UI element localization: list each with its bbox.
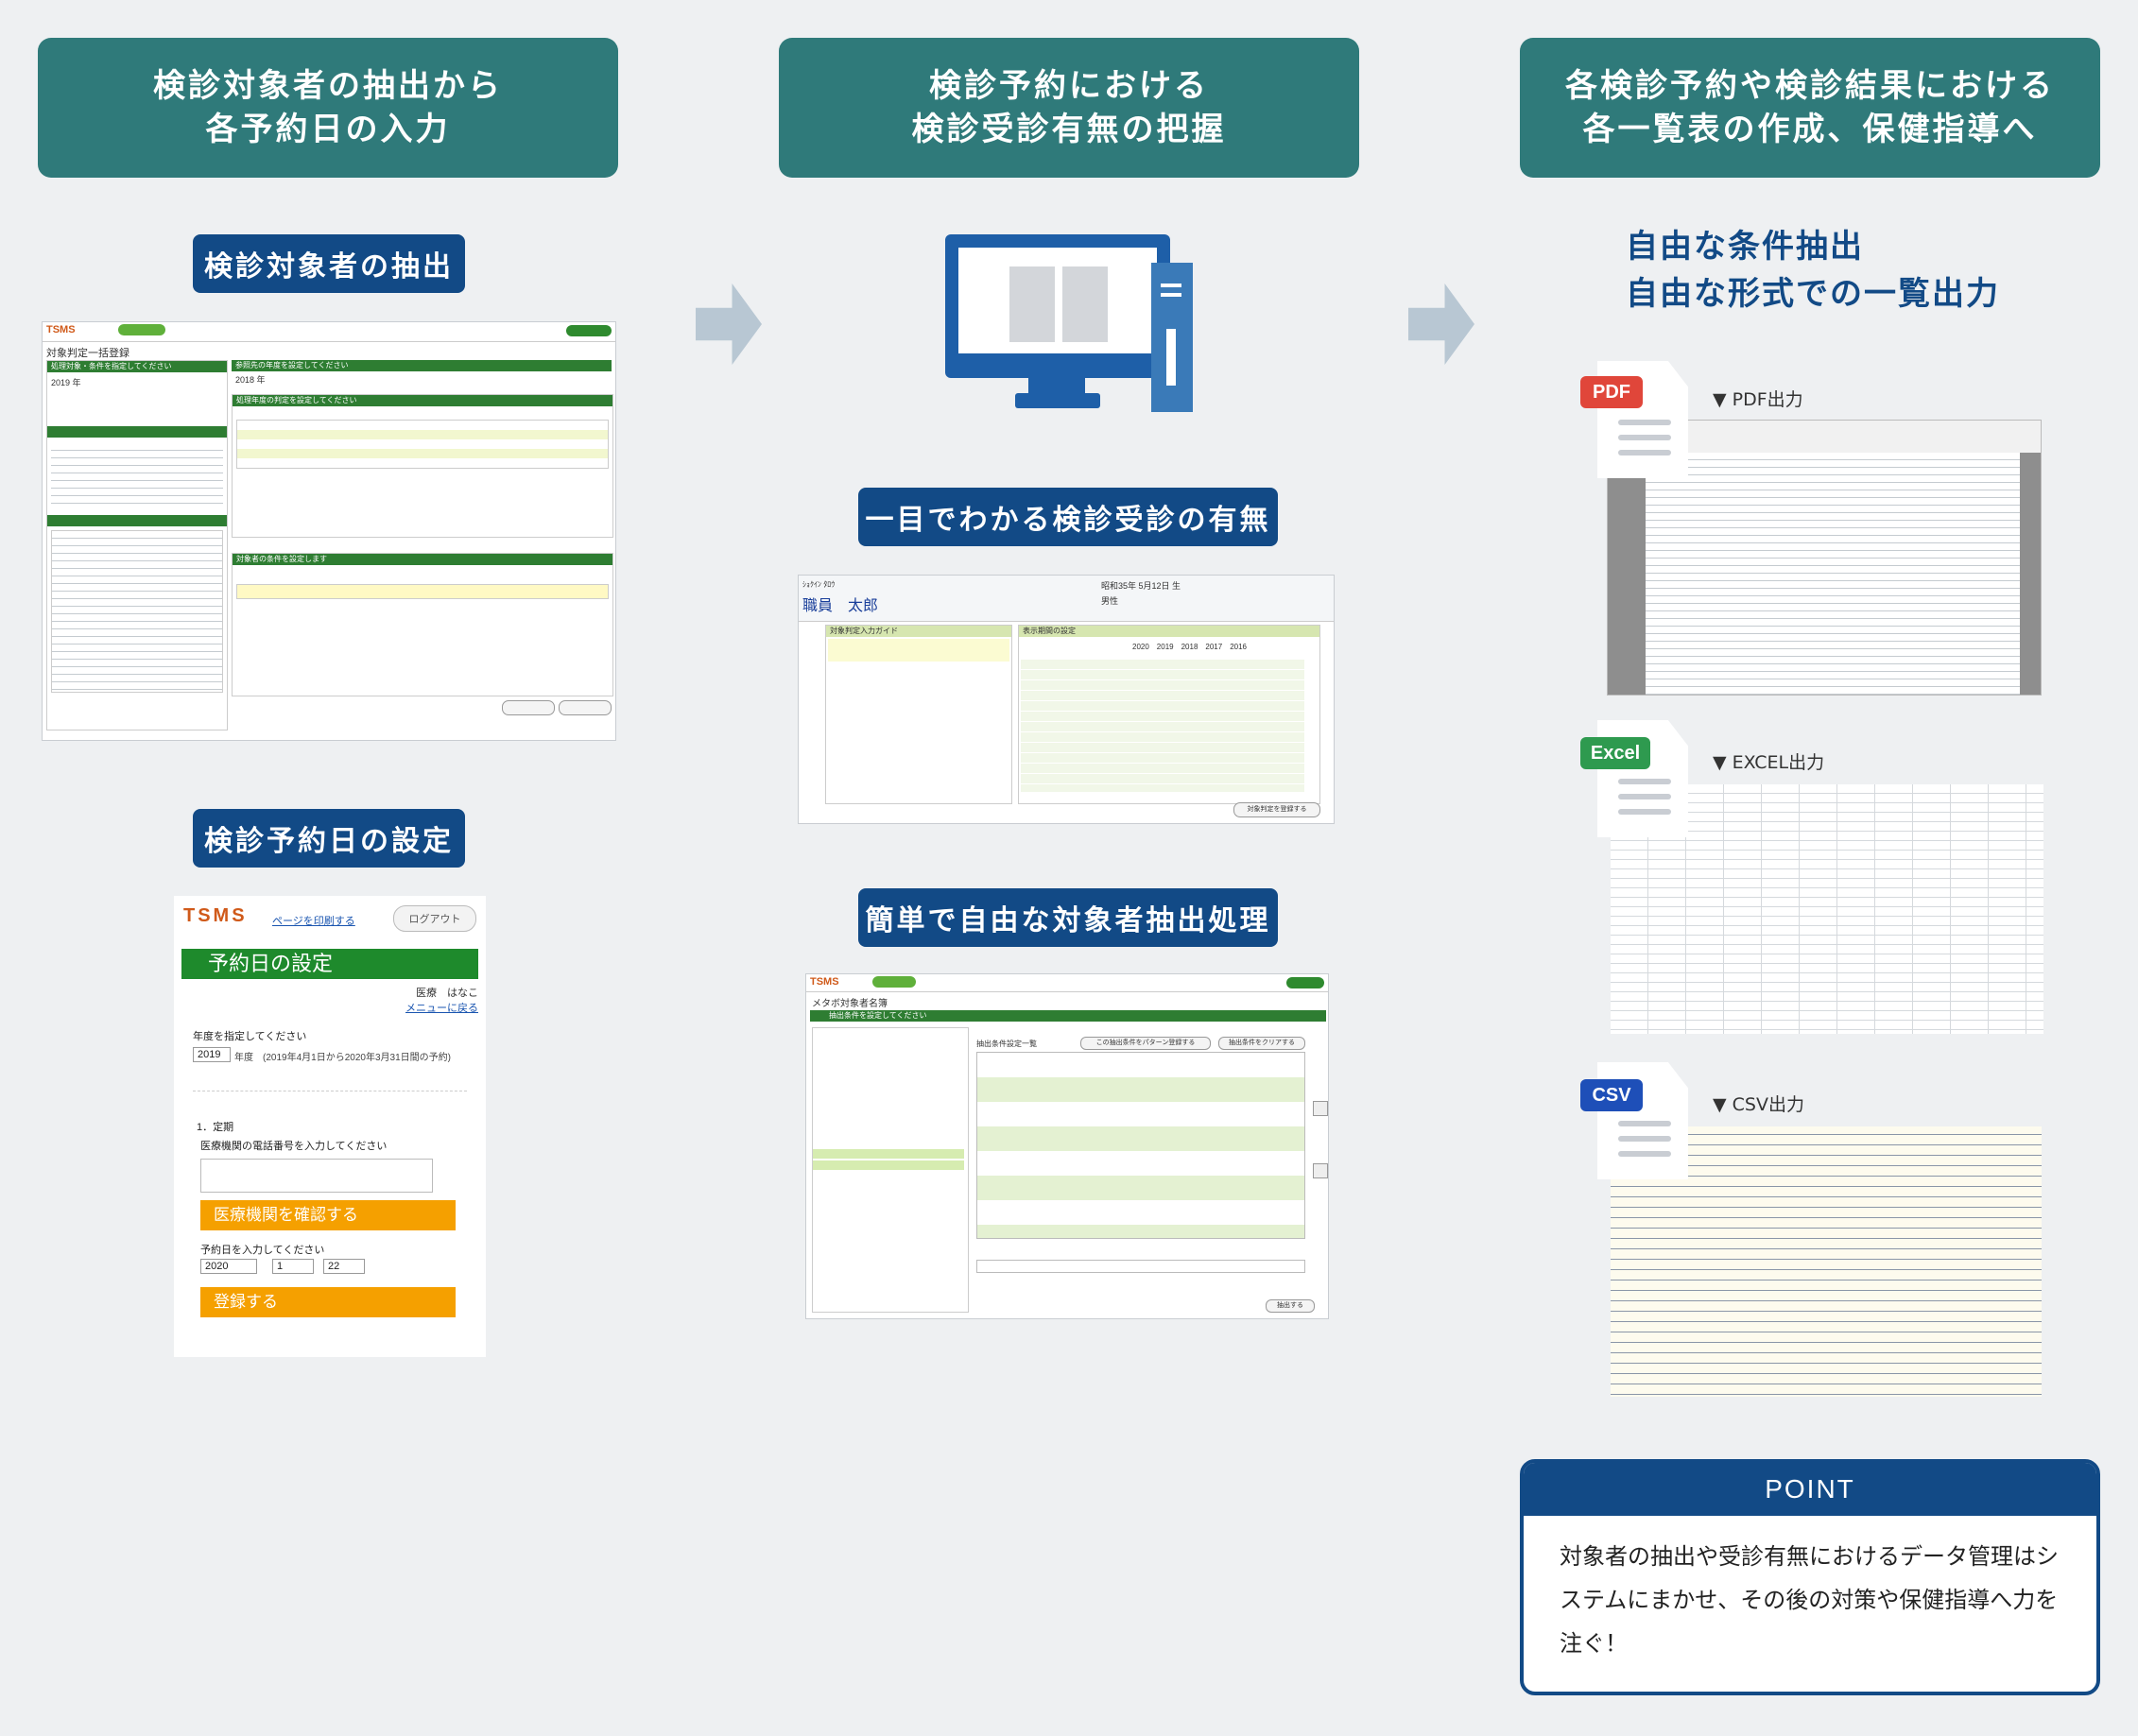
extraction-screenshot: TSMS メタボ対象者名簿 抽出条件を設定してください 抽出条件設定一覧 この抽…: [805, 973, 1329, 1319]
patient-gender: 男性: [1101, 596, 1119, 606]
flow-arrow-1-icon: [696, 284, 762, 365]
extract-left-panel-title: 処理対象・条件を指定してください: [47, 361, 227, 372]
point-box: POINT 対象者の抽出や受診有無におけるデータ管理はシステムにまかせ、その後の…: [1520, 1459, 2100, 1695]
year-col-2019: 2019: [1156, 643, 1174, 651]
status-screenshot: ｼｮｸｲﾝ ﾀﾛｳ 職員 太郎 昭和35年 5月12日 生 男性 対象判定入力ガ…: [798, 575, 1335, 824]
date-month-select[interactable]: 1: [272, 1259, 314, 1274]
patient-name: 職員 太郎: [802, 598, 879, 614]
patient-kana: ｼｮｸｲﾝ ﾀﾛｳ: [802, 580, 836, 589]
print-button[interactable]: [502, 700, 555, 715]
close-button[interactable]: [559, 700, 612, 715]
column-header-1-line1: 検診対象者の抽出から: [153, 67, 503, 105]
point-title: POINT: [1524, 1463, 2096, 1516]
register-judgement-button[interactable]: 対象判定を登録する: [1233, 802, 1320, 817]
logout-button[interactable]: ログアウト: [393, 905, 476, 932]
excel-badge: Excel: [1580, 737, 1650, 769]
extraction-title: メタボ対象者名簿: [812, 999, 888, 1009]
logout-button[interactable]: [566, 325, 612, 336]
extraction-list-title: 抽出条件設定一覧: [976, 1040, 1037, 1048]
pdf-badge: PDF: [1580, 376, 1643, 408]
date-day-select[interactable]: 22: [323, 1259, 365, 1274]
year-col-2018: 2018: [1181, 643, 1198, 651]
point-text: 対象者の抽出や受診有無におけるデータ管理はシステムにまかせ、その後の対策や保健指…: [1560, 1543, 2059, 1657]
extract-ref-panel-title: 参照先の年度を設定してください: [232, 360, 612, 371]
clear-conditions-button[interactable]: 抽出条件をクリアする: [1218, 1037, 1305, 1050]
move-down-icon[interactable]: [1313, 1163, 1328, 1178]
extract-logo: TSMS: [46, 324, 76, 335]
year-col-2020: 2020: [1132, 643, 1149, 651]
year-suffix: 年度 (2019年4月1日から2020年3月31日間の予約): [234, 1053, 451, 1063]
pill-extract: 検診対象者の抽出: [193, 234, 465, 293]
column-header-2-line1: 検診予約における: [929, 67, 1209, 105]
move-up-icon[interactable]: [1313, 1101, 1328, 1116]
period-panel-title: 表示期間の設定: [1019, 626, 1319, 637]
print-page-link[interactable]: ページを印刷する: [272, 916, 355, 927]
column-header-1-line2: 各予約日の入力: [205, 111, 451, 148]
logout-button[interactable]: [1286, 977, 1324, 988]
col3-headline-line2: 自由な形式での一覧出力: [1626, 275, 2000, 313]
save-pattern-button[interactable]: この抽出条件をパターン登録する: [1080, 1037, 1211, 1050]
date-prompt: 予約日を入力してください: [200, 1245, 325, 1256]
col3-headline-line1: 自由な条件抽出: [1626, 228, 1864, 266]
column-header-2-line2: 検診受診有無の把握: [911, 111, 1227, 148]
column-header-2: 検診予約における 検診受診有無の把握: [779, 38, 1359, 178]
pdf-output-label: ▼ PDF出力: [1713, 389, 1803, 410]
confirm-clinic-button[interactable]: 医療機関を確認する: [200, 1200, 456, 1230]
run-extraction-button[interactable]: 抽出する: [1266, 1299, 1315, 1313]
column-header-1: 検診対象者の抽出から 各予約日の入力: [38, 38, 618, 178]
year-col-2016: 2016: [1230, 643, 1247, 651]
extract-mid-panel-title: 処理年度の判定を設定してください: [233, 395, 612, 406]
section-label: 1．定期: [197, 1122, 234, 1133]
phone-input[interactable]: [200, 1159, 433, 1193]
schedule-logo: TSMS: [183, 905, 248, 926]
column-header-3-line2: 各一覧表の作成、保健指導へ: [1582, 111, 2038, 148]
pill-status: 一目でわかる検診受診の有無: [858, 488, 1278, 546]
flow-arrow-2-icon: [1408, 284, 1474, 365]
extract-screenshot: TSMS 対象判定一括登録 処理対象・条件を指定してください 2019 年 参照…: [42, 321, 616, 741]
year-col-2017: 2017: [1205, 643, 1223, 651]
computer-monitor-icon: [945, 234, 1193, 412]
menu-button[interactable]: [118, 324, 165, 335]
register-button[interactable]: 登録する: [200, 1287, 456, 1317]
csv-badge: CSV: [1580, 1079, 1643, 1111]
phone-prompt: 医療機関の電話番号を入力してください: [200, 1141, 388, 1152]
schedule-screenshot: TSMS ページを印刷する ログアウト 予約日の設定 医療 はなこ メニューに戻…: [174, 896, 486, 1357]
excel-output-label: ▼ EXCEL出力: [1713, 752, 1825, 773]
pill-extraction: 簡単で自由な対象者抽出処理: [858, 888, 1278, 947]
column-header-3-line1: 各検診予約や検診結果における: [1565, 67, 2055, 105]
extraction-panel-title: 抽出条件を設定してください: [810, 1010, 1326, 1022]
col3-headline: 自由な条件抽出 自由な形式での一覧出力: [1626, 223, 2060, 318]
user-name: 医療 はなこ: [416, 988, 478, 999]
guide-panel-title: 対象判定入力ガイド: [826, 626, 1011, 637]
year-prompt: 年度を指定してください: [193, 1031, 307, 1042]
menu-button[interactable]: [872, 976, 916, 988]
patient-birth: 昭和35年 5月12日 生: [1101, 581, 1181, 591]
column-header-3: 各検診予約や検診結果における 各一覧表の作成、保健指導へ: [1520, 38, 2100, 178]
extract-year: 2019 年: [51, 378, 81, 387]
pill-schedule: 検診予約日の設定: [193, 809, 465, 868]
excel-preview: [1611, 784, 2043, 1034]
extraction-logo: TSMS: [810, 976, 839, 988]
extract-bottom-panel-title: 対象者の条件を設定します: [233, 554, 612, 565]
date-year-select[interactable]: 2020: [200, 1259, 257, 1274]
extract-ref-year: 2018 年: [235, 375, 266, 385]
csv-output-label: ▼ CSV出力: [1713, 1094, 1804, 1115]
schedule-title: 予約日の設定: [181, 949, 478, 979]
menu-link[interactable]: メニューに戻る: [405, 1003, 478, 1014]
year-select[interactable]: 2019: [193, 1047, 231, 1062]
extract-title: 対象判定一括登録: [46, 348, 129, 359]
